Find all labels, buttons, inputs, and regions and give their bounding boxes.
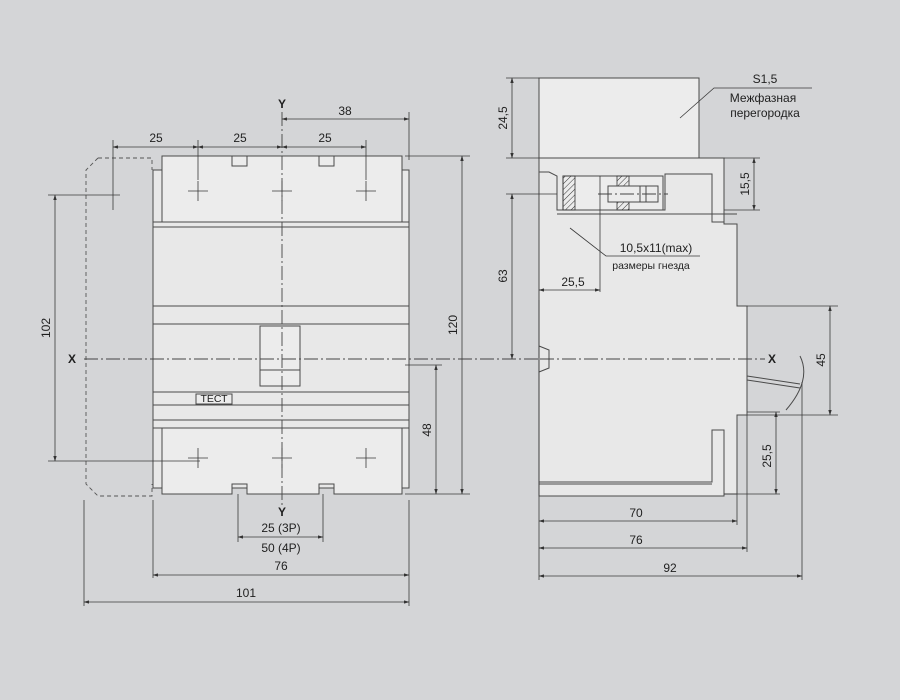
dim-height-102: 102 — [39, 318, 53, 338]
side-handle-arc — [785, 355, 805, 411]
socket-leader — [569, 227, 700, 257]
dim-pitch-3: 25 — [318, 131, 332, 145]
dim-bottom-3p: 25 (3P) — [261, 521, 300, 535]
socket-dim-label: размеры гнезда — [612, 260, 690, 272]
side-view: X S1,5 Межфазная перегородка 10,5x11(max… — [496, 72, 838, 580]
side-interphase-partition — [538, 77, 700, 159]
side-handle-lever — [746, 375, 801, 389]
front-dimension-lines — [53, 117, 464, 604]
side-bottom-inner-contour — [539, 429, 725, 494]
side-top-inner-contour — [539, 171, 724, 223]
partition-label-line2: перегородка — [730, 106, 800, 120]
front-axis-y-bottom-label: Y — [278, 505, 286, 519]
partition-thickness-label: S1,5 — [753, 72, 778, 86]
front-bottom-terminal-crosses — [188, 448, 376, 468]
dim-pitch-2: 25 — [233, 131, 247, 145]
front-top-notch-2 — [318, 156, 335, 167]
partition-label-line1: Межфазная — [730, 91, 796, 105]
dim-25-5-horizontal: 25,5 — [561, 275, 585, 289]
dim-pitch-1: 25 — [149, 131, 163, 145]
partition-leader — [679, 87, 812, 119]
front-axis-x-label: X — [68, 352, 76, 366]
front-middle-body — [152, 221, 410, 429]
dim-76: 76 — [629, 533, 643, 547]
dim-63: 63 — [496, 269, 510, 283]
side-extension-lines — [506, 77, 838, 580]
front-axis-y-top-label: Y — [278, 97, 286, 111]
dim-70: 70 — [629, 506, 643, 520]
test-button-label: ТЕСТ — [200, 393, 228, 405]
dim-25-5-vertical: 25,5 — [760, 444, 774, 468]
front-top-notch-1 — [231, 156, 248, 167]
socket-size-label: 10,5x11(max) — [620, 241, 692, 255]
side-dimension-lines — [510, 77, 832, 578]
dim-height-120: 120 — [446, 315, 460, 335]
test-button-outline — [195, 393, 233, 405]
dim-15-5: 15,5 — [738, 172, 752, 196]
front-dashed-envelope — [85, 157, 153, 497]
dim-offset-38: 38 — [338, 104, 352, 118]
front-handle — [259, 325, 301, 387]
front-view: Y Y X ТЕСТ 25 25 25 38 102 120 48 25 (3P… — [39, 97, 540, 606]
dim-width-101: 101 — [236, 586, 256, 600]
dim-width-76: 76 — [274, 559, 288, 573]
dim-45: 45 — [814, 353, 828, 367]
dim-24-5: 24,5 — [496, 106, 510, 130]
dim-92: 92 — [663, 561, 677, 575]
side-socket-hatch-left — [562, 175, 576, 211]
side-axis-x-label: X — [768, 352, 776, 366]
dim-height-48: 48 — [420, 423, 434, 437]
dim-bottom-4p: 50 (4P) — [261, 541, 300, 555]
